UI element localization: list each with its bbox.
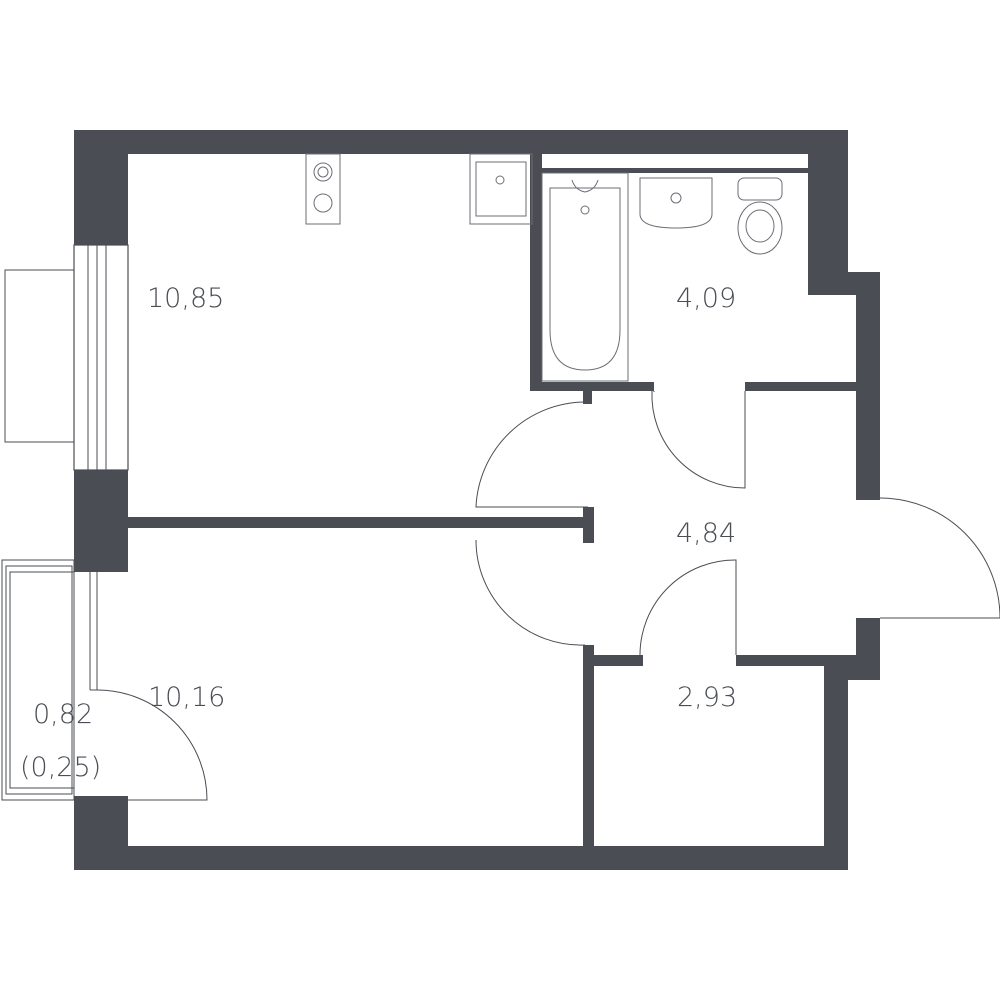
living-room-area: 10,85 xyxy=(147,283,224,314)
bathroom-fixtures xyxy=(541,172,783,382)
door-swings xyxy=(96,390,1000,801)
exterior-walls xyxy=(74,130,880,870)
storage-area: 2,93 xyxy=(677,682,737,713)
balcony xyxy=(1,559,98,801)
interior-walls xyxy=(128,154,857,846)
bedroom-area: 10,16 xyxy=(148,682,225,713)
balcony-area: 0,82 xyxy=(33,699,93,730)
hallway-area: 4,84 xyxy=(676,518,736,549)
balcony-reduced-area: (0,25) xyxy=(20,752,101,783)
kitchen-fixtures xyxy=(305,153,533,225)
bathroom-area: 4,09 xyxy=(676,283,736,314)
living-window xyxy=(4,244,129,471)
